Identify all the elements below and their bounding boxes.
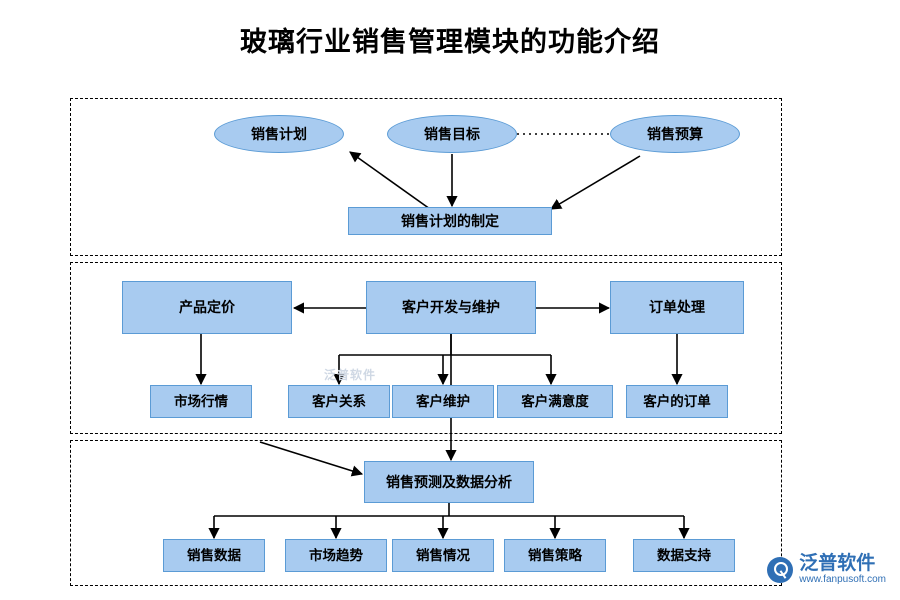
node-label: 销售计划的制定 [401, 212, 499, 229]
node-label: 销售计划 [251, 125, 307, 142]
node-order-processing[interactable]: 订单处理 [610, 281, 744, 334]
node-customer-order[interactable]: 客户的订单 [626, 385, 728, 418]
node-customer-satisfaction[interactable]: 客户满意度 [497, 385, 613, 418]
node-label: 销售预算 [647, 125, 703, 142]
node-product-pricing[interactable]: 产品定价 [122, 281, 292, 334]
node-sales-strategy[interactable]: 销售策略 [504, 539, 606, 572]
brand-logo: 泛普软件 www.fanpusoft.com [767, 554, 886, 586]
node-label: 订单处理 [649, 299, 705, 316]
node-customer-relation[interactable]: 客户关系 [288, 385, 390, 418]
node-label: 产品定价 [179, 299, 235, 316]
node-market-quote[interactable]: 市场行情 [150, 385, 252, 418]
node-label: 销售目标 [424, 125, 480, 142]
node-label: 客户满意度 [521, 393, 589, 409]
node-label: 销售策略 [528, 547, 582, 563]
node-sales-budget[interactable]: 销售预算 [610, 115, 740, 153]
node-forecast-analysis[interactable]: 销售预测及数据分析 [364, 461, 534, 503]
node-plan-making[interactable]: 销售计划的制定 [348, 207, 552, 235]
node-customer-maintenance[interactable]: 客户维护 [392, 385, 494, 418]
node-market-trend[interactable]: 市场趋势 [285, 539, 387, 572]
node-sales-plan[interactable]: 销售计划 [214, 115, 344, 153]
node-sales-data[interactable]: 销售数据 [163, 539, 265, 572]
group-sales-plan [70, 98, 782, 256]
node-customer-development[interactable]: 客户开发与维护 [366, 281, 536, 334]
group-customer [70, 262, 782, 434]
node-label: 客户关系 [312, 393, 366, 409]
node-sales-status[interactable]: 销售情况 [392, 539, 494, 572]
node-label: 客户开发与维护 [402, 299, 500, 316]
logo-mark-icon [767, 557, 794, 583]
node-label: 市场行情 [174, 393, 228, 409]
logo-name: 泛普软件 [799, 553, 876, 574]
node-label: 数据支持 [657, 547, 711, 563]
logo-url: www.fanpusoft.com [799, 574, 886, 585]
node-data-support[interactable]: 数据支持 [633, 539, 735, 572]
page-title: 玻璃行业销售管理模块的功能介绍 [240, 27, 660, 57]
node-label: 市场趋势 [309, 547, 363, 563]
node-label: 销售情况 [416, 547, 470, 563]
node-label: 销售预测及数据分析 [386, 473, 512, 490]
watermark-center: 泛普软件 [324, 368, 377, 382]
node-label: 销售数据 [187, 547, 241, 563]
node-label: 客户的订单 [643, 393, 711, 409]
node-label: 客户维护 [416, 393, 470, 409]
node-sales-target[interactable]: 销售目标 [387, 115, 517, 153]
group-forecast [70, 440, 782, 586]
